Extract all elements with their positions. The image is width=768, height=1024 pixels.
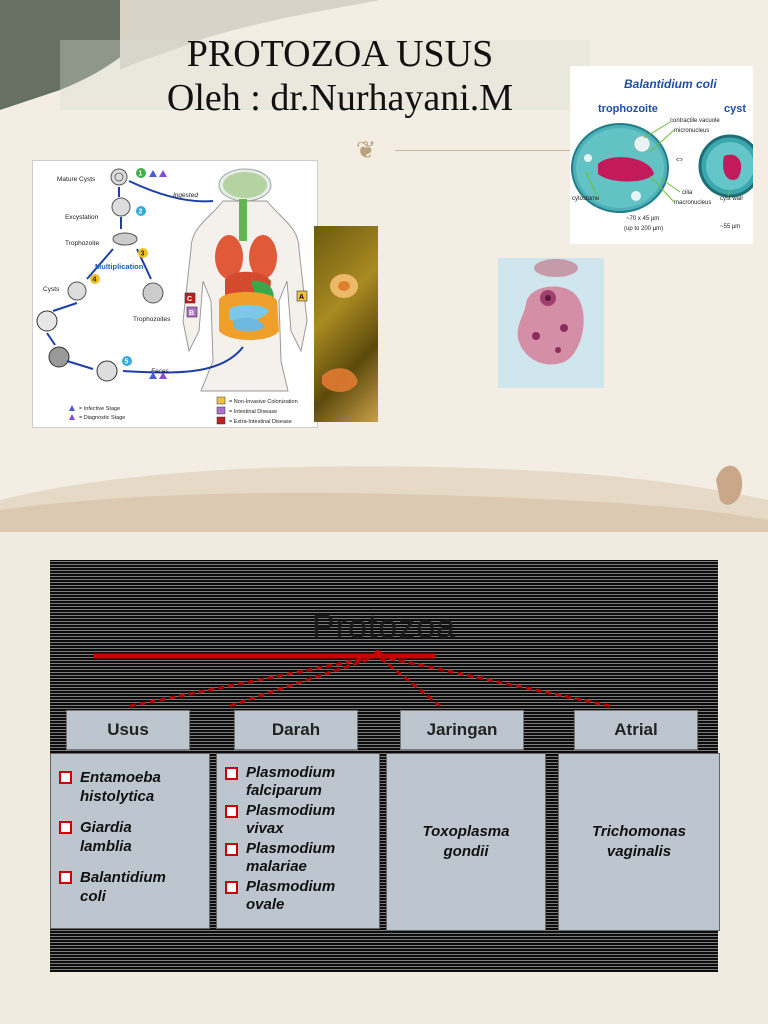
cell-darah: Plasmodium falciparum Plasmodium vivax P…	[216, 753, 380, 929]
step-markers: 1 2 3 4 5	[90, 168, 148, 366]
list-item: Plasmodium falciparum	[225, 764, 379, 800]
slide-1: PROTOZOA USUS Oleh : dr.Nurhayani.M ❦	[0, 0, 768, 532]
step-3: 3	[141, 251, 145, 258]
marker-c: C	[187, 296, 192, 303]
human-body-outline	[182, 168, 308, 392]
diagram-legend: = Infective Stage = Diagnostic Stage = N…	[69, 396, 298, 425]
label-cilia: cilia	[682, 190, 693, 196]
balantidium-title: Balantidium coli	[624, 77, 717, 91]
category-darah: Darah	[234, 710, 358, 750]
cell-atrial: Trichomonas vaginalis	[558, 753, 720, 931]
floral-ornament-icon: ❦	[356, 137, 377, 164]
step-5: 5	[125, 359, 129, 366]
label-cytostome: cytostome	[572, 196, 600, 202]
category-usus: Usus	[66, 710, 190, 750]
label-micronucleus: micronucleus	[674, 128, 709, 134]
label-size-cyst: ~55 µm	[720, 224, 740, 230]
legend-a: = Non-Invasive Colonization	[229, 399, 298, 405]
label-size-trophozoite-max: (up to 200 µm)	[624, 226, 663, 232]
label-macronucleus: macronucleus	[674, 200, 711, 206]
label-size-trophozoite: ~70 x 45 µm	[626, 216, 659, 222]
micrograph-trophozoites-image	[314, 226, 378, 422]
step-2: 2	[139, 209, 143, 216]
checkbox-bullet-icon	[225, 805, 238, 818]
title-divider	[395, 150, 570, 151]
list-item: Trichomonas vaginalis	[592, 823, 686, 860]
double-arrow-icon: ⇔	[674, 153, 685, 165]
chart-title: Protozoa	[311, 608, 457, 646]
legend-diagnostic: = Diagnostic Stage	[79, 415, 125, 421]
list-item: Balantidium coli	[59, 868, 209, 906]
step-1: 1	[139, 171, 143, 178]
list-item: Plasmodium malariae	[225, 840, 379, 876]
title-line-1: PROTOZOA USUS	[186, 33, 494, 75]
legend-c: = Extra-Intestinal Disease	[229, 419, 292, 425]
micrograph-stained-cyst-image	[498, 258, 604, 388]
label-cyst-b: cyst	[724, 103, 746, 115]
slide-title: PROTOZOA USUS Oleh : dr.Nurhayani.M	[80, 32, 600, 120]
stage-triangles	[149, 170, 167, 379]
list-item: Plasmodium ovale	[225, 878, 379, 914]
disease-markers: A B C	[184, 290, 308, 318]
category-jaringan: Jaringan	[400, 710, 524, 750]
cell-jaringan: Toxoplasma gondii	[386, 753, 546, 931]
label-cyst-wall: cyst wall	[720, 196, 743, 202]
list-item: Entamoeba histolytica	[59, 768, 209, 806]
label-cysts: Cysts	[43, 286, 60, 293]
checkbox-bullet-icon	[225, 881, 238, 894]
protozoa-classification-chart: Protozoa Usus Darah Jaringan Atrial Enta…	[50, 560, 720, 972]
list-item: Toxoplasma gondii	[422, 823, 510, 860]
cyst-stages	[36, 168, 164, 382]
chart-connectors	[94, 650, 611, 708]
label-mature-cysts: Mature Cysts	[57, 176, 96, 183]
step-4: 4	[93, 277, 97, 284]
title-line-2: Oleh : dr.Nurhayani.M	[166, 77, 514, 119]
legend-b: = Intestinal Disease	[229, 409, 277, 415]
checkbox-bullet-icon	[225, 843, 238, 856]
category-atrial: Atrial	[574, 710, 698, 750]
label-multiplication: Multiplication	[95, 262, 144, 271]
list-item: Plasmodium vivax	[225, 802, 379, 838]
marker-a: A	[299, 294, 304, 301]
label-trophozoite-b: trophozoite	[598, 103, 658, 115]
checkbox-bullet-icon	[59, 821, 72, 834]
marker-b: B	[189, 310, 194, 317]
label-ingested: Ingested	[173, 192, 198, 199]
list-item: Giardia lamblia	[59, 818, 209, 856]
legend-infective: = Infective Stage	[79, 406, 120, 412]
checkbox-bullet-icon	[59, 871, 72, 884]
slide-2: Protozoa Usus Darah Jaringan Atrial Enta…	[0, 532, 768, 1024]
entamoeba-life-cycle-diagram: 1 2 3 4 5 Mature Cysts Ingested Excystat…	[32, 160, 318, 428]
label-feces: Feces	[151, 368, 169, 375]
balantidium-coli-diagram: Balantidium coli trophozoite cyst ⇔ cont…	[570, 66, 753, 244]
label-excystation: Excystation	[65, 214, 99, 221]
label-trophozoite: Trophozoite	[65, 240, 99, 247]
checkbox-bullet-icon	[225, 767, 238, 780]
cell-usus: Entamoeba histolytica Giardia lamblia Ba…	[50, 753, 210, 929]
label-contractile-vacuole: contractile vacuole	[670, 118, 720, 124]
label-trophozoites: Trophozoites	[133, 316, 171, 323]
checkbox-bullet-icon	[59, 771, 72, 784]
